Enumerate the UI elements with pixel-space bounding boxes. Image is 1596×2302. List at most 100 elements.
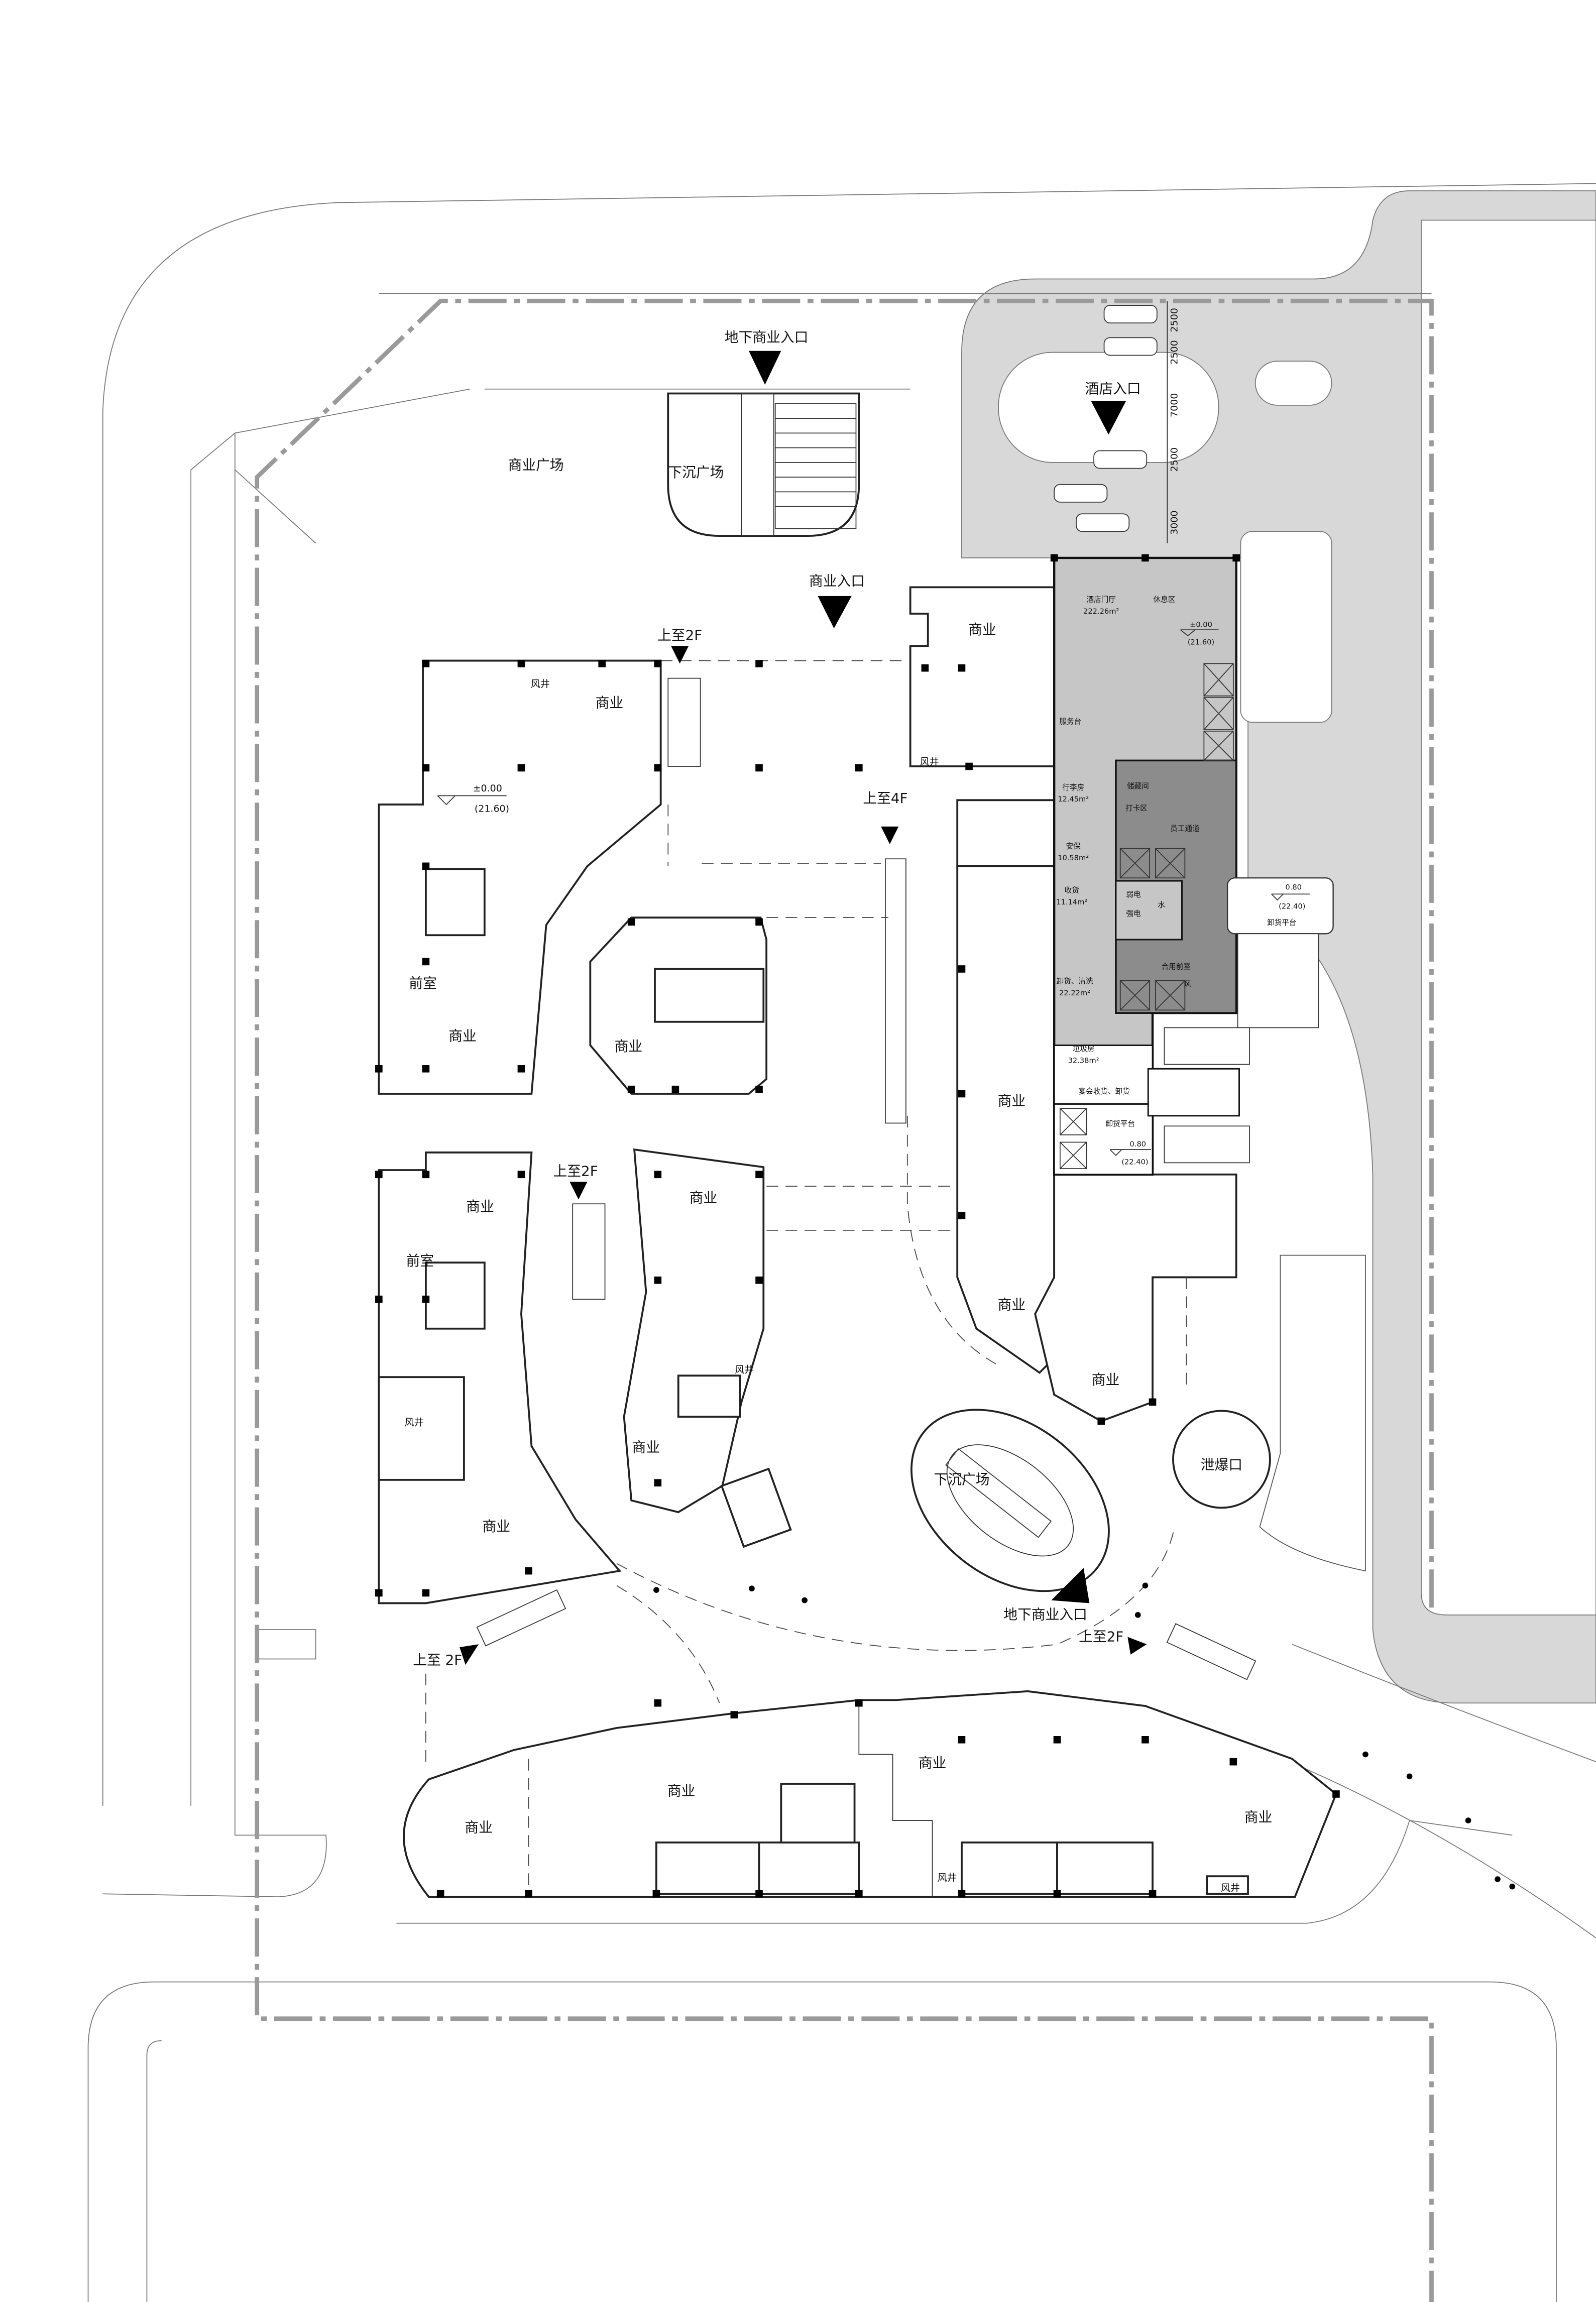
plaza-label: 下沉广场 bbox=[668, 464, 724, 481]
column bbox=[422, 862, 430, 870]
shaft-label: 风井 bbox=[938, 1872, 957, 1883]
entrance-label: 地下商业入口 bbox=[725, 329, 809, 346]
retail-label: 商业 bbox=[596, 695, 624, 711]
clock-in-label: 打卡区 bbox=[1125, 804, 1148, 813]
retail-label: 商业 bbox=[465, 1819, 493, 1835]
column bbox=[1097, 1417, 1105, 1425]
column bbox=[654, 1276, 662, 1284]
low-voltage-label: 弱电 bbox=[1126, 890, 1141, 899]
column bbox=[627, 1085, 635, 1093]
bollard bbox=[1134, 1612, 1141, 1618]
building-north bbox=[909, 586, 1056, 767]
retail-label: 商业 bbox=[919, 1755, 947, 1771]
column bbox=[652, 1890, 660, 1898]
entrance-arrow-icon bbox=[1091, 401, 1126, 435]
bollard bbox=[1465, 1817, 1471, 1823]
core-stair-north bbox=[956, 799, 1056, 867]
building-northwest bbox=[378, 659, 662, 1095]
lounge-label: 休息区 bbox=[1153, 596, 1175, 604]
vent-label: 风 bbox=[1184, 980, 1192, 989]
bollard bbox=[802, 1597, 808, 1603]
shaft-label: 风井 bbox=[735, 1364, 754, 1375]
luggage-area: 12.45m² bbox=[1058, 795, 1089, 803]
escalator-arrow-icon bbox=[460, 1644, 479, 1665]
column bbox=[654, 764, 662, 772]
building-southeast bbox=[1034, 1173, 1237, 1423]
column bbox=[755, 1171, 763, 1179]
level-absolute: (22.40) bbox=[1279, 902, 1305, 911]
hotel-lobby-label: 酒店门厅 bbox=[1086, 596, 1115, 604]
column bbox=[1149, 1398, 1157, 1406]
column bbox=[1229, 1758, 1237, 1766]
column bbox=[422, 1171, 430, 1179]
column bbox=[755, 1890, 763, 1898]
retail-label: 商业 bbox=[667, 1782, 696, 1799]
storage-label: 储藏间 bbox=[1127, 782, 1149, 790]
bollard bbox=[1495, 1876, 1501, 1882]
column bbox=[1053, 1890, 1061, 1898]
entrance-label: 地下商业入口 bbox=[1003, 1606, 1087, 1623]
column bbox=[654, 1479, 662, 1487]
sunken-plaza-center bbox=[910, 1409, 1110, 1592]
bollard bbox=[1509, 1883, 1516, 1890]
column bbox=[755, 1085, 763, 1093]
column bbox=[422, 1589, 430, 1597]
column bbox=[375, 1295, 383, 1303]
receiving-label: 收货 bbox=[1065, 886, 1079, 894]
column bbox=[375, 1589, 383, 1597]
retail-label: 商业 bbox=[615, 1038, 643, 1055]
retail-label: 商业 bbox=[690, 1189, 718, 1206]
car-ramp bbox=[1259, 1254, 1366, 1572]
column bbox=[375, 1171, 383, 1179]
shared-lobby-label: 合用前室 bbox=[1162, 962, 1191, 971]
bollard bbox=[749, 1585, 755, 1592]
retail-label: 商业 bbox=[998, 1092, 1026, 1109]
escalator-label: 上至 2F bbox=[413, 1652, 462, 1668]
column bbox=[1142, 1736, 1149, 1744]
garbage-area: 32.38m² bbox=[1068, 1057, 1099, 1065]
security-label: 安保 bbox=[1066, 842, 1081, 851]
column bbox=[525, 1890, 532, 1898]
bollard bbox=[1142, 1582, 1149, 1589]
buildings bbox=[378, 586, 1337, 1898]
plaza-label: 下沉广场 bbox=[934, 1471, 989, 1488]
bollard bbox=[653, 1587, 659, 1593]
retail-label: 商业 bbox=[632, 1439, 660, 1455]
column bbox=[855, 1890, 863, 1898]
plan-labels: 地下商业入口 商业入口 酒店入口 地下商业入口 商业广场 下沉广场 下沉广场 泄… bbox=[405, 329, 1273, 1893]
dock-label: 卸货平台 bbox=[1105, 1119, 1134, 1128]
dimension-label: 2500 bbox=[1169, 340, 1180, 364]
parked-cars bbox=[1054, 305, 1158, 532]
column bbox=[525, 1567, 532, 1575]
column bbox=[1332, 1790, 1340, 1798]
escalators bbox=[476, 677, 1257, 1680]
shaft-label: 风井 bbox=[405, 1417, 424, 1428]
hotel-lobby-area: 222.26m² bbox=[1083, 607, 1119, 616]
entrance-arrow-icon bbox=[749, 351, 781, 385]
entrance-arrow-icon bbox=[1051, 1568, 1090, 1603]
column bbox=[958, 1212, 966, 1219]
column bbox=[654, 660, 662, 667]
level-value: ±0.00 bbox=[473, 783, 502, 794]
column bbox=[1232, 554, 1240, 562]
receiving-area: 11.14m² bbox=[1056, 898, 1087, 906]
escalator-arrow-icon bbox=[671, 646, 689, 664]
column bbox=[855, 1699, 863, 1707]
column bbox=[1142, 554, 1149, 562]
entrance-label: 酒店入口 bbox=[1085, 380, 1141, 397]
column bbox=[517, 764, 525, 772]
column bbox=[958, 664, 966, 672]
column bbox=[627, 918, 635, 926]
high-voltage-label: 强电 bbox=[1126, 909, 1141, 918]
column bbox=[730, 1711, 738, 1718]
building-south bbox=[403, 1690, 1337, 1898]
escalator-label: 上至2F bbox=[553, 1163, 598, 1180]
retail-label: 商业 bbox=[448, 1028, 477, 1045]
luggage-label: 行李房 bbox=[1062, 783, 1084, 792]
column bbox=[755, 660, 763, 667]
column bbox=[755, 764, 763, 772]
retail-label: 商业 bbox=[482, 1518, 510, 1535]
level-value: ±0.00 bbox=[1190, 620, 1212, 629]
column bbox=[1149, 1890, 1157, 1898]
